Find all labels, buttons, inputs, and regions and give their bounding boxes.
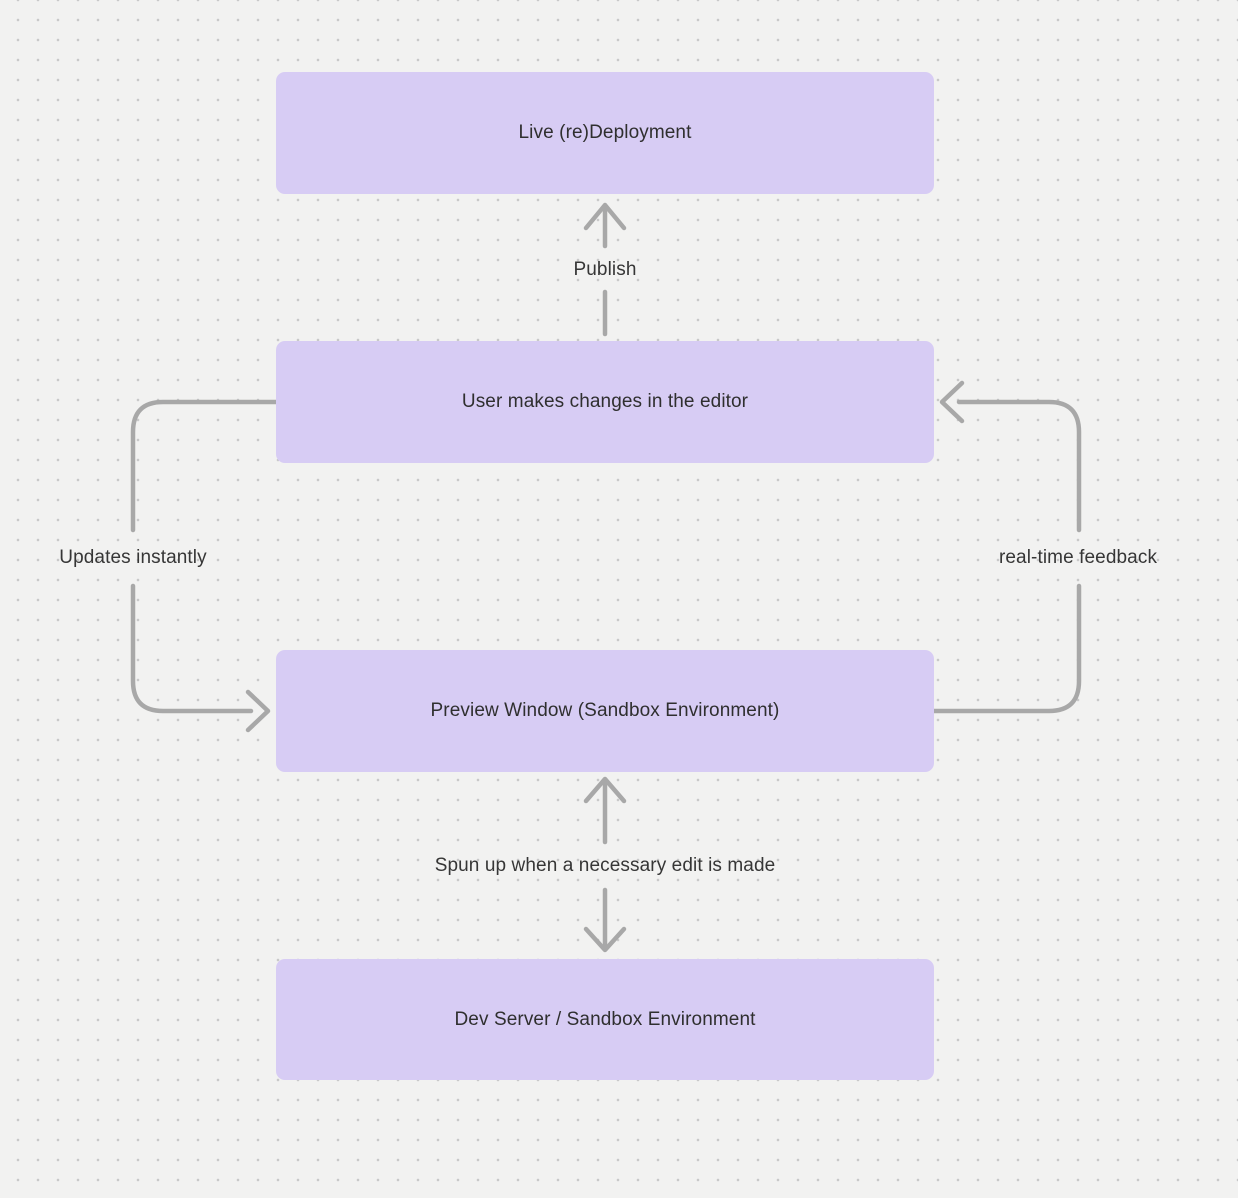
node-live-redeployment: Live (re)Deployment [276,72,934,194]
updates-arrow-segment-bottom [130,583,254,714]
node-live-redeployment-label: Live (re)Deployment [518,122,692,143]
publish-arrowhead-up-icon [583,202,627,231]
edge-label-publish: Publish [573,259,637,280]
spunup-arrowhead-down-icon [583,926,627,953]
updates-arrowhead-right-icon [245,689,271,733]
edge-label-spun-up: Spun up when a necessary edit is made [434,855,776,876]
node-user-editor: User makes changes in the editor [276,341,934,463]
updates-arrow-segment-top [130,399,279,533]
node-preview-window: Preview Window (Sandbox Environment) [276,650,934,772]
node-user-editor-label: User makes changes in the editor [461,391,749,412]
node-preview-window-label: Preview Window (Sandbox Environment) [430,700,780,721]
feedback-arrow-segment-bottom [931,583,1082,714]
edge-label-updates-instantly: Updates instantly [59,547,207,568]
node-dev-server-label: Dev Server / Sandbox Environment [454,1008,756,1030]
node-dev-server: Dev Server / Sandbox Environment [276,959,934,1080]
edge-label-real-time-feedback: real-time feedback [998,547,1158,568]
feedback-arrow-segment-top [956,399,1082,533]
feedback-arrowhead-left-icon [939,380,965,424]
